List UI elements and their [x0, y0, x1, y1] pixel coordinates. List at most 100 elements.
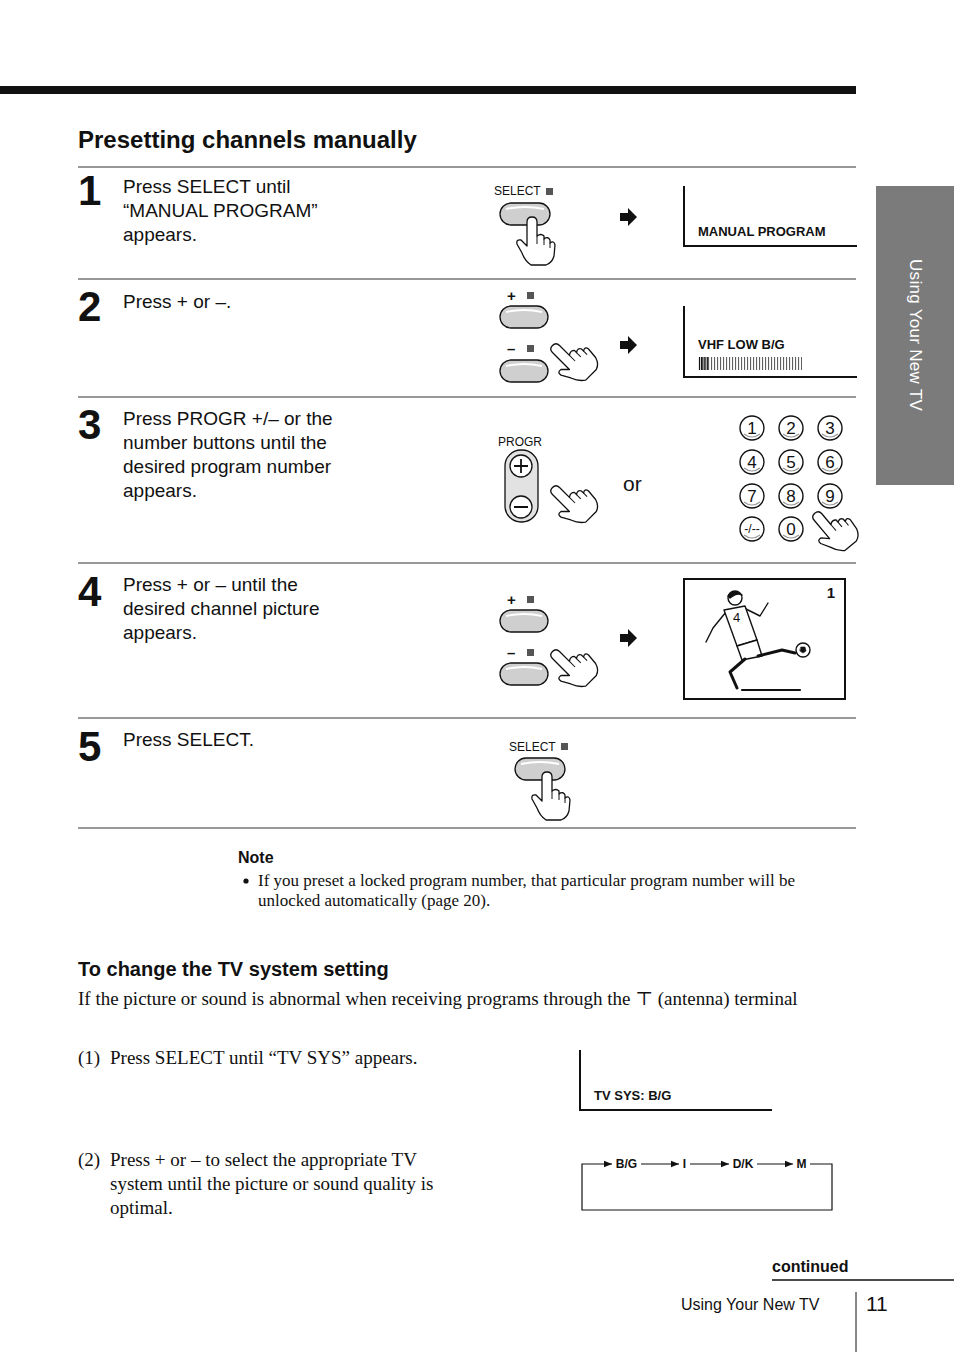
node-text: 2 — [786, 420, 795, 437]
pointing-hand — [517, 217, 863, 820]
button-marks-part — [561, 743, 568, 750]
section-heading: To change the TV system setting — [78, 957, 389, 981]
button-marks-part — [527, 596, 534, 603]
remote-buttons-part — [500, 203, 550, 225]
keypad-button: 8 — [778, 483, 804, 509]
remote-buttons-part — [500, 360, 548, 382]
signal-bar-part — [698, 357, 802, 370]
instruction: Press + or – to select the appropriate T… — [110, 1148, 445, 1220]
screen-display: VHF LOW B/G — [683, 306, 857, 378]
rules-part — [772, 1279, 954, 1281]
step-text: Press + or – until the desired channel p… — [123, 573, 358, 645]
rules-part — [856, 1292, 857, 1352]
paragraph: If the picture or sound is abnormal when… — [78, 987, 863, 1011]
running-footer: Using Your New TV — [681, 1295, 819, 1315]
progr-rocker — [505, 450, 538, 522]
pointing-hand-part — [542, 329, 603, 390]
button-highlights — [506, 207, 559, 764]
node-text: -/-- — [744, 523, 759, 535]
node-text: TV SYS: B/G — [594, 1088, 671, 1103]
system-option: M — [793, 1156, 810, 1172]
step-index: (2) — [78, 1148, 100, 1172]
node-text: 1 — [747, 420, 756, 437]
node-text: 8 — [786, 488, 795, 505]
note-text: If you preset a locked program number, t… — [258, 871, 853, 911]
keypad-button: 3 — [817, 415, 843, 441]
progr-rocker-part — [505, 450, 538, 522]
node-text: B/G — [616, 1156, 637, 1172]
button-label: – — [507, 341, 515, 356]
rules-part — [78, 563, 856, 564]
signal-bar-part — [698, 357, 710, 370]
step-index: (1) — [78, 1046, 100, 1070]
key-circle — [818, 484, 842, 508]
section-tab: Using Your New TV — [876, 186, 954, 485]
rules-part — [78, 397, 856, 398]
node-text: 5 — [786, 454, 795, 471]
step-text: Press SELECT. — [123, 728, 254, 752]
node-text: VHF LOW B/G — [698, 337, 785, 352]
key-circle — [818, 450, 842, 474]
keypad-button: 9 — [817, 483, 843, 509]
keypad-button: 6 — [817, 449, 843, 475]
button-label: SELECT — [509, 740, 556, 754]
node-text: M — [797, 1156, 807, 1172]
rules-part — [0, 86, 856, 94]
button-label: + — [507, 592, 516, 607]
keypad-button: 2 — [778, 415, 804, 441]
remote-buttons-part — [500, 306, 548, 328]
button-highlights-part — [506, 667, 542, 669]
button-label: PROGR — [498, 435, 542, 449]
soccer-player-part — [728, 592, 742, 598]
key-shade — [744, 535, 760, 538]
arrow-icons — [620, 208, 637, 647]
flow-arrow — [641, 1163, 679, 1164]
soccer-player-part — [728, 591, 742, 605]
signal-bar-part — [699, 357, 700, 370]
rules-part — [78, 167, 856, 168]
page-title: Presetting channels manually — [78, 126, 417, 154]
system-option: D/K — [729, 1156, 757, 1172]
pointing-hand-part — [532, 772, 570, 820]
button-marks-part — [546, 188, 553, 195]
button-marks-part — [527, 292, 534, 299]
soccer-player-part — [796, 643, 810, 657]
keypad-button: -/-- — [739, 516, 765, 542]
flow-arrow — [757, 1163, 793, 1164]
step-text: Press + or –. — [123, 290, 231, 314]
keypad-button: 5 — [778, 449, 804, 475]
rules-part — [78, 828, 856, 829]
key-circle — [740, 450, 764, 474]
node-text: D/K — [733, 1156, 754, 1172]
key-circle — [779, 484, 803, 508]
step-number: 5 — [78, 726, 101, 768]
key-circle — [818, 416, 842, 440]
arrow-icons-part — [620, 629, 637, 647]
pointing-hand-part — [542, 635, 603, 696]
key-circle — [740, 416, 764, 440]
step-number: 4 — [78, 571, 101, 613]
arrow-icons-part — [620, 208, 637, 226]
pointing-hand-part — [517, 217, 555, 265]
key-circle — [779, 450, 803, 474]
soccer-player — [706, 591, 810, 690]
node-text: 9 — [825, 488, 834, 505]
button-label: – — [507, 645, 515, 660]
rules — [0, 86, 954, 1352]
flow-arrow — [690, 1163, 729, 1164]
rules-part — [78, 279, 856, 280]
node-text: I — [683, 1156, 686, 1172]
step-number: 1 — [78, 170, 101, 212]
keypad-button: 7 — [739, 483, 765, 509]
pointing-hand-part — [542, 471, 603, 532]
system-option: B/G — [612, 1156, 641, 1172]
screen-display: MANUAL PROGRAM — [683, 186, 857, 247]
step-number: 3 — [78, 404, 101, 446]
signal-bar — [698, 357, 802, 370]
remote-buttons-part — [500, 610, 548, 632]
key-circle — [740, 517, 764, 541]
tv-screen: 1 — [683, 578, 846, 700]
instruction: Press SELECT until “TV SYS” appears. — [110, 1046, 418, 1070]
continued-mark: continued — [772, 1257, 848, 1277]
